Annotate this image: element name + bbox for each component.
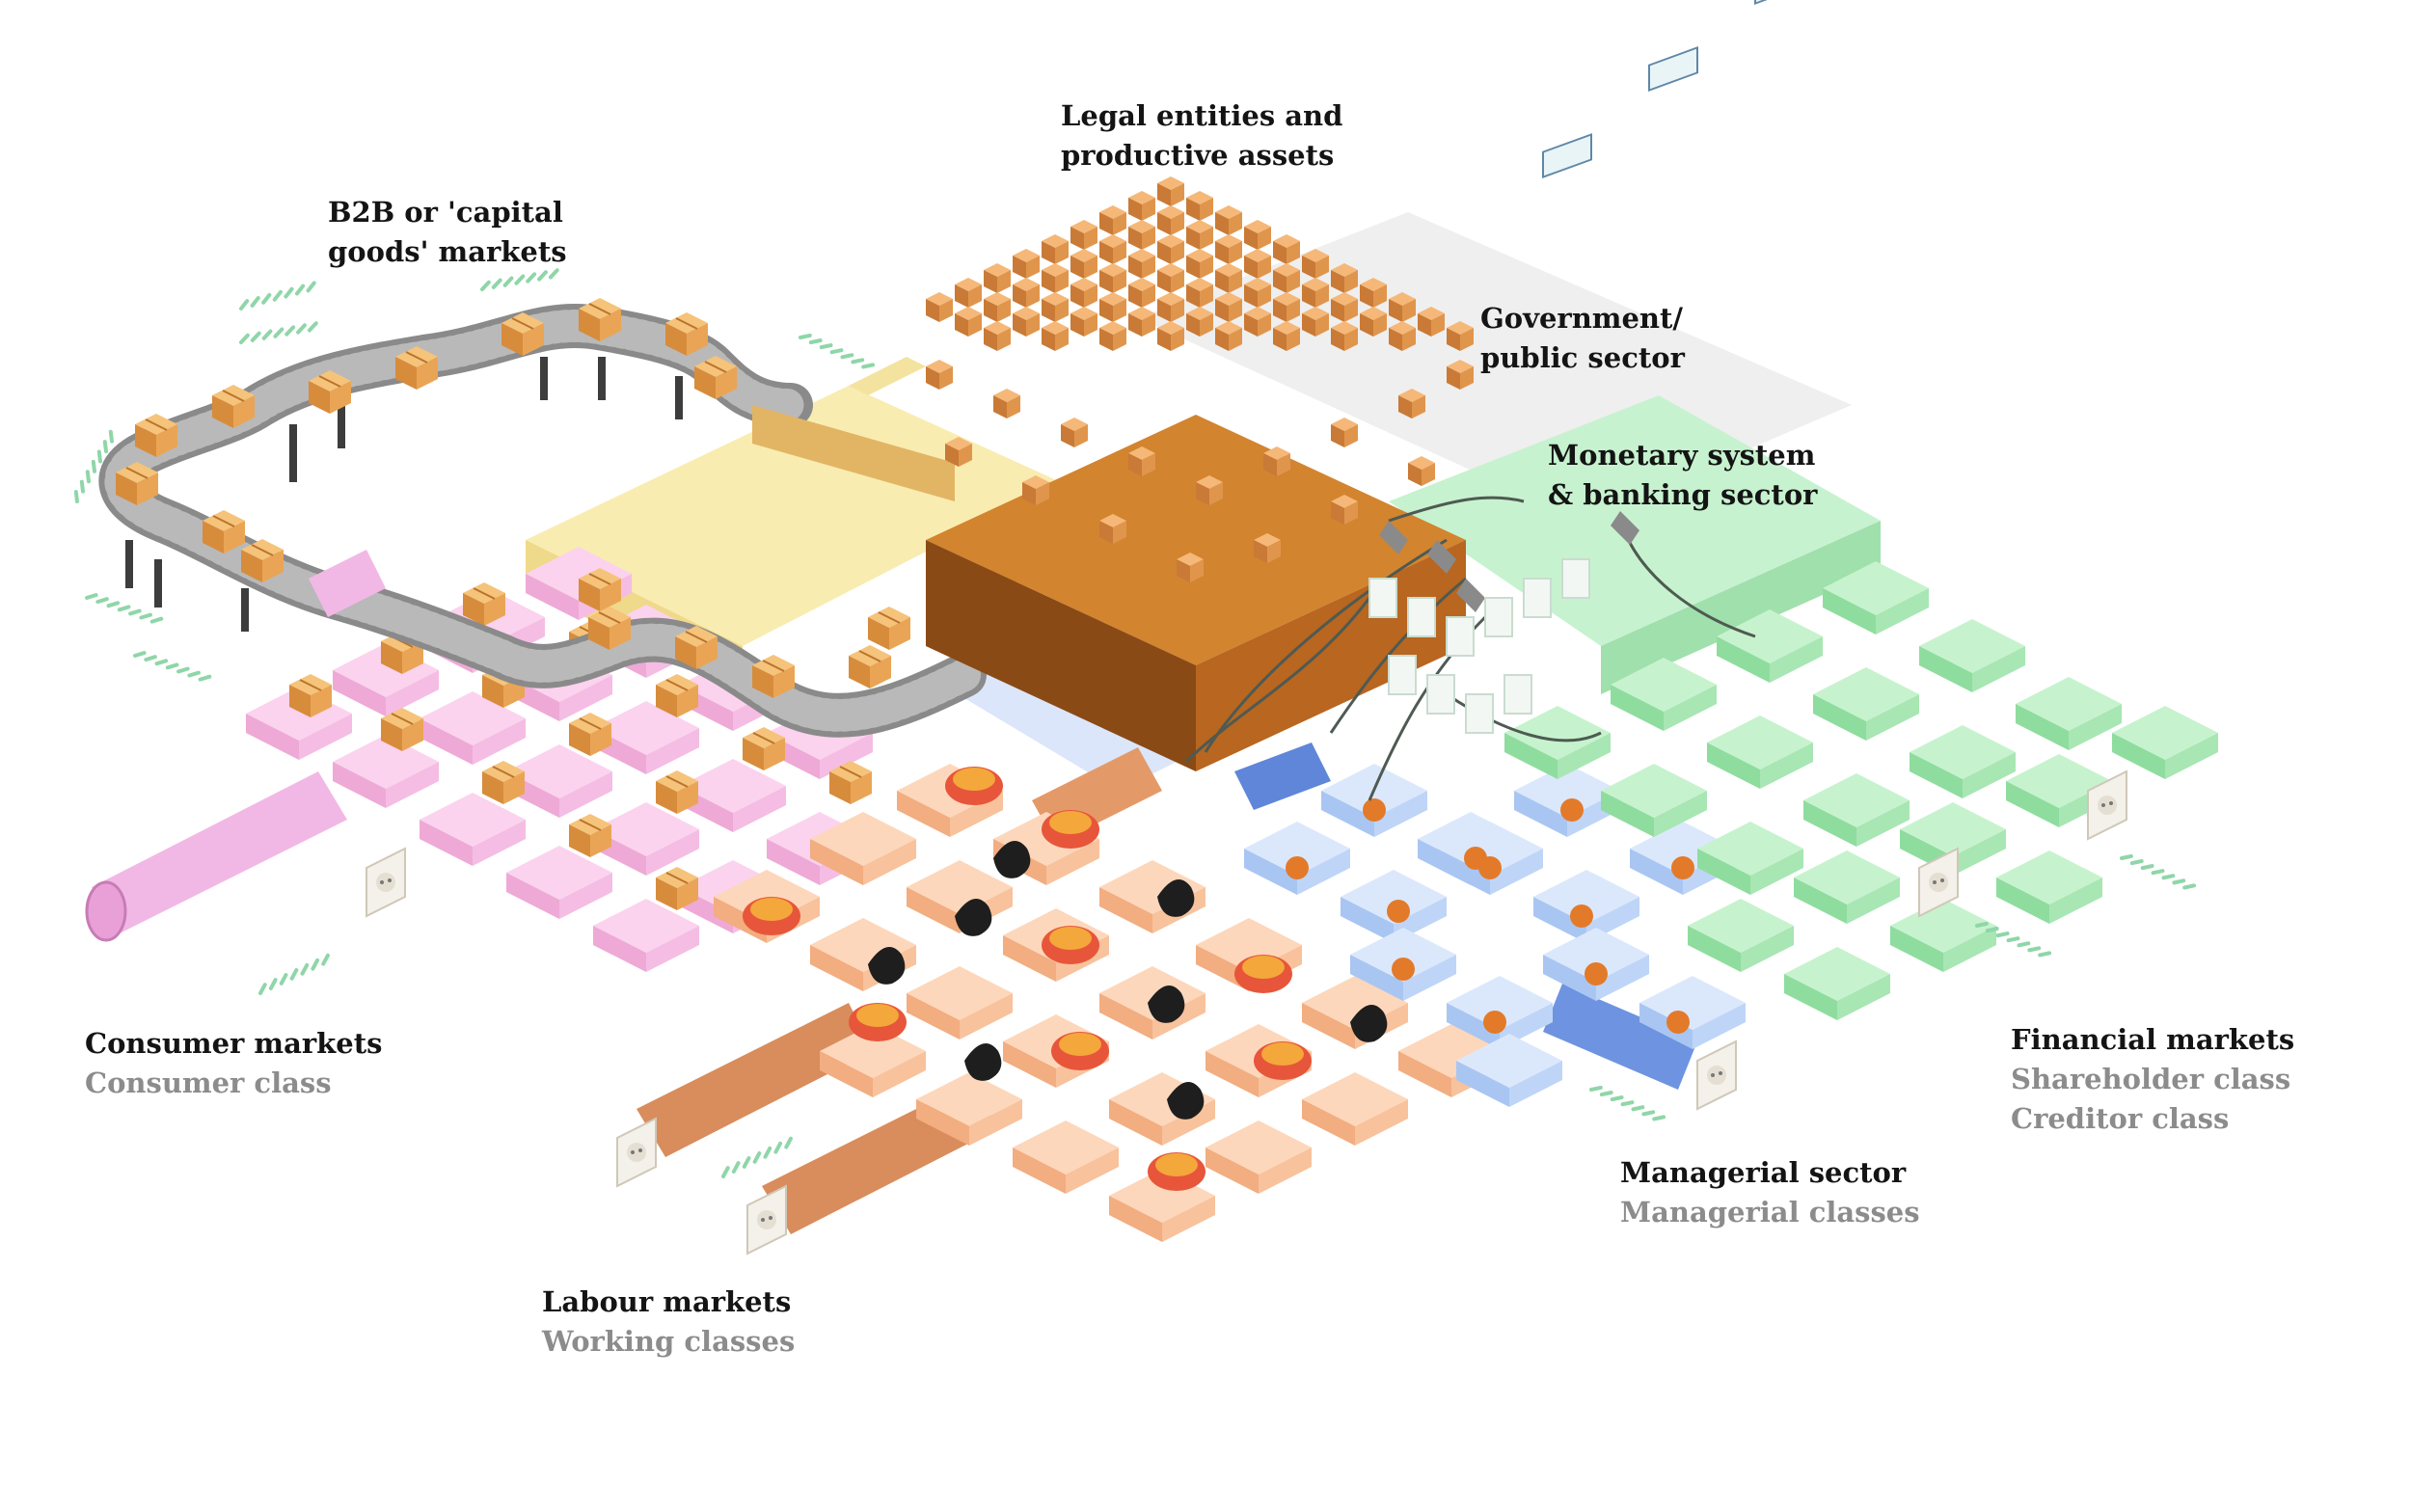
consumer-label-title: Consumer markets (85, 1027, 383, 1060)
brain-icon (743, 767, 1312, 1191)
financial-label-sub1: Shareholder class (2011, 1063, 2291, 1095)
financial-label-title: Financial markets (2011, 1023, 2295, 1056)
government-label-line1: Government/ (1480, 302, 1683, 335)
certificate-icon (1542, 0, 1804, 179)
cable-clamp-icon (1379, 511, 1639, 612)
monetary-label: Monetary system & banking sector (1548, 436, 1817, 515)
managerial-label: Managerial sector Managerial classes (1620, 1153, 1920, 1232)
monetary-platform (1389, 395, 1881, 694)
managerial-label-sub: Managerial classes (1620, 1196, 1920, 1228)
financial-label: Financial markets Shareholder class Cred… (2011, 1020, 2294, 1139)
b2b-label-line2: goods' markets (328, 235, 567, 268)
financial-label-sub2: Creditor class (2011, 1102, 2230, 1135)
conveyor-legs (125, 357, 683, 632)
government-label: Government/ public sector (1480, 299, 1685, 378)
b2b-label-line1: B2B or 'capital (328, 196, 563, 229)
monetary-label-line2: & banking sector (1548, 478, 1818, 511)
office-chair-icon (1286, 798, 1694, 1034)
banknote-stack-icon (1368, 558, 1590, 734)
muscle-arm-icon (868, 841, 1388, 1120)
consumer-label: Consumer markets Consumer class (85, 1024, 382, 1103)
government-label-line2: public sector (1480, 341, 1685, 374)
labour-label-title: Labour markets (542, 1285, 792, 1318)
pipe-icon (85, 405, 1697, 1234)
legal-entities-stack (926, 415, 1466, 771)
monetary-label-line1: Monetary system (1548, 439, 1816, 472)
legal-entities-label-line1: Legal entities and (1061, 99, 1343, 132)
legal-entities-label-line2: productive assets (1061, 139, 1335, 172)
consumer-label-sub: Consumer class (85, 1066, 332, 1099)
b2b-label: B2B or 'capital goods' markets (328, 193, 567, 272)
labour-label-sub: Working classes (542, 1325, 796, 1358)
managerial-label-title: Managerial sector (1620, 1156, 1907, 1189)
legal-entities-label: Legal entities and productive assets (1061, 96, 1342, 176)
labour-label: Labour markets Working classes (542, 1282, 795, 1362)
